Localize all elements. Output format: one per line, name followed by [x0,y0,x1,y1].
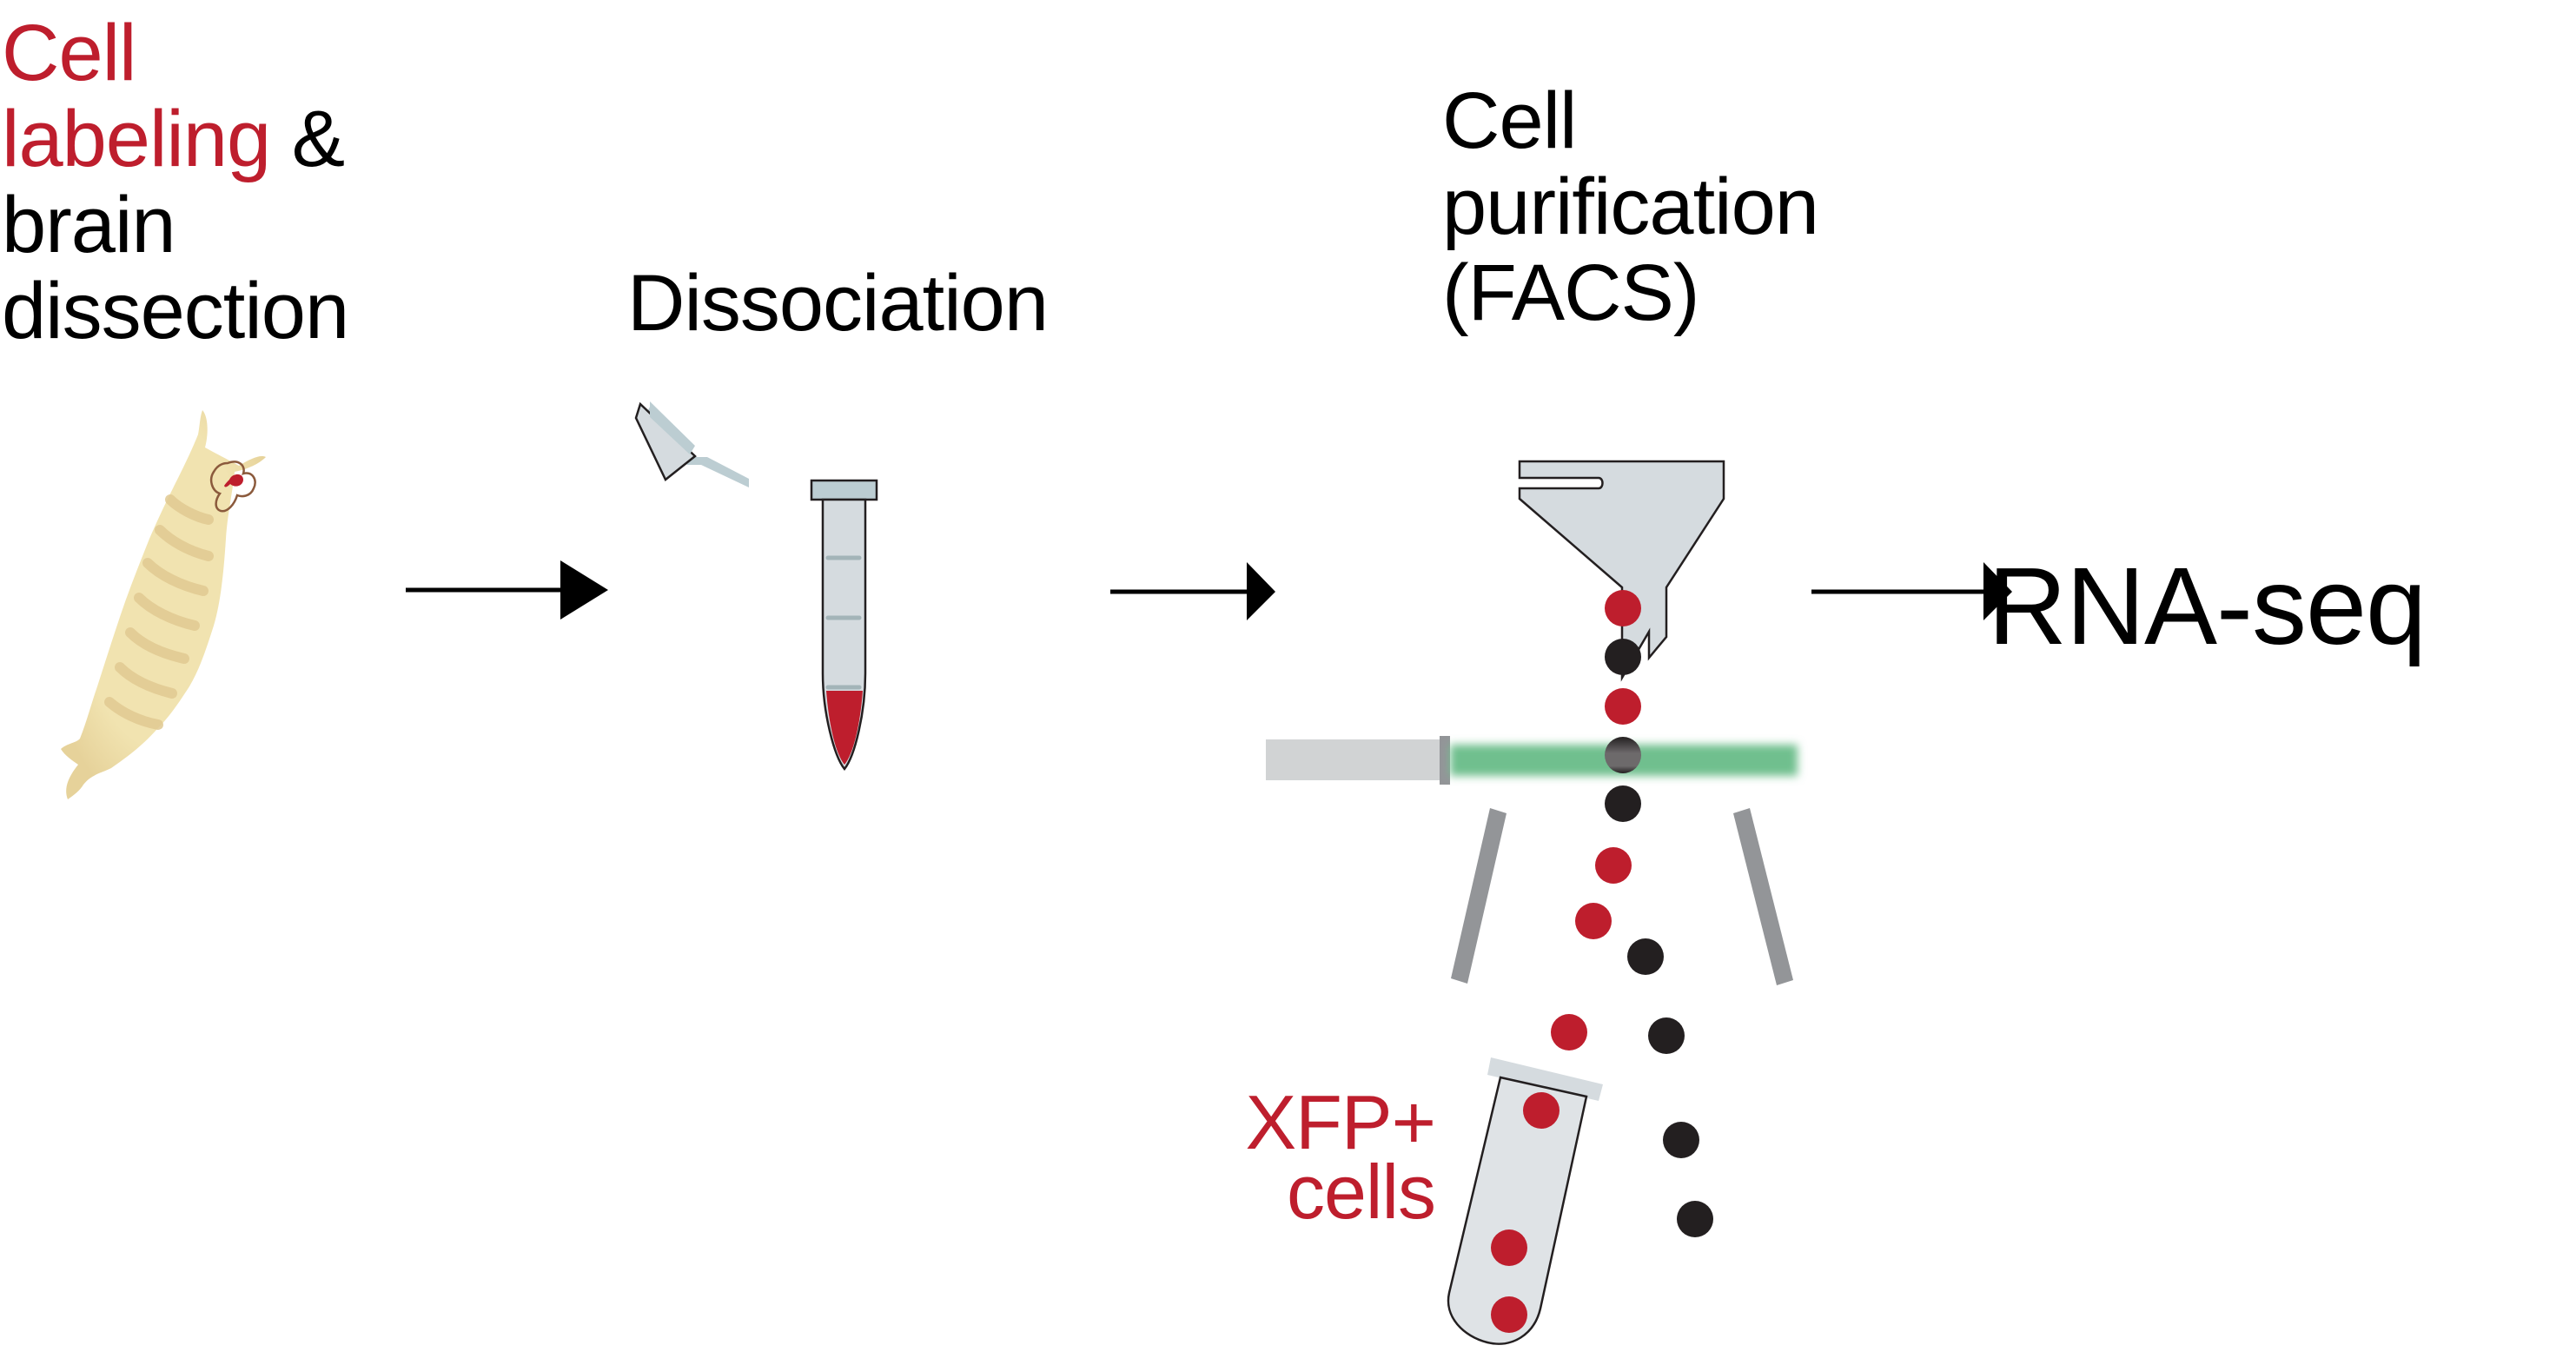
labeled-neuron [224,474,243,487]
tube-pellet [826,691,863,765]
label-purification-word: purification [1442,162,1819,251]
label-line: labeling & [2,96,348,182]
label-ampersand: & [270,95,345,183]
label-dissection-word: dissection [2,267,349,355]
funnel [1518,460,1725,682]
label-line: purification [1442,162,1819,251]
tube-cap [810,479,878,501]
collection-tube-body [1447,1076,1588,1345]
label-cell-word: Cell [1442,76,1577,165]
sorted-right-negative-cell [1677,1201,1713,1237]
label-line: Cell [1442,78,1818,164]
label-line: Cell [2,10,348,96]
laser-body [1266,739,1440,780]
label-cells: cells [1286,1149,1436,1235]
label-rnaseq: RNA-seq [1988,545,2427,667]
larva-icon [61,410,266,799]
label-dissociation: Dissociation [627,259,1049,348]
larva-stripes [104,494,214,730]
collected-positive-cell [1491,1229,1527,1266]
label-labeling-word: labeling [2,95,271,183]
stream-positive-cell [1605,590,1641,626]
step-label-rnaseq: RNA-seq [1988,552,2427,661]
collected-positive-cell [1523,1092,1560,1129]
collected-positive-cell [1491,1296,1527,1333]
arrow-icon [1811,562,2012,620]
microcentrifuge-tube-icon [634,401,878,772]
label-brain-word: brain [2,181,176,269]
arrow-icon [406,560,608,620]
collected-cells-label: XFP+ cells [1175,1079,1436,1235]
step-label-labeling: Cell labeling & brain dissection [2,10,349,355]
label-facs-word: (FACS) [1442,249,1700,337]
brain-outline [209,461,256,513]
step-label-dissociation: Dissociation [627,259,1049,348]
sorted-right-negative-cell [1627,938,1664,975]
sorted-left-positive-cell [1595,847,1632,884]
tube-lid-shade [650,401,695,454]
label-xfp: XFP+ [1245,1079,1436,1165]
label-line: dissection [2,267,349,355]
arrow-icon [1247,562,1275,620]
stream-gated-cell [1605,737,1641,773]
laser-collar [1440,736,1450,785]
stream-negative-cell [1605,785,1641,822]
deflector-plate-left [1451,808,1507,984]
label-line: (FACS) [1442,250,1818,336]
cells-layer [1491,590,1713,1333]
larva-body [61,410,266,799]
sorted-left-positive-cell [1551,1014,1587,1050]
deflector-plate-right [1733,808,1793,985]
label-line: brain [2,182,348,268]
tube-lid-tab [646,404,749,487]
facs-sorter-icon [1266,460,1798,1345]
stream-negative-cell [1605,639,1641,675]
collection-tube-cap [1487,1057,1603,1101]
stream-positive-cell [1605,688,1641,725]
step-label-purification: Cell purification (FACS) [1442,78,1819,336]
sorted-right-negative-cell [1663,1122,1699,1158]
label-cell-word: Cell [2,9,136,97]
sorted-left-positive-cell [1575,903,1612,939]
collection-tube [1447,1057,1603,1345]
sorted-right-negative-cell [1648,1017,1685,1054]
